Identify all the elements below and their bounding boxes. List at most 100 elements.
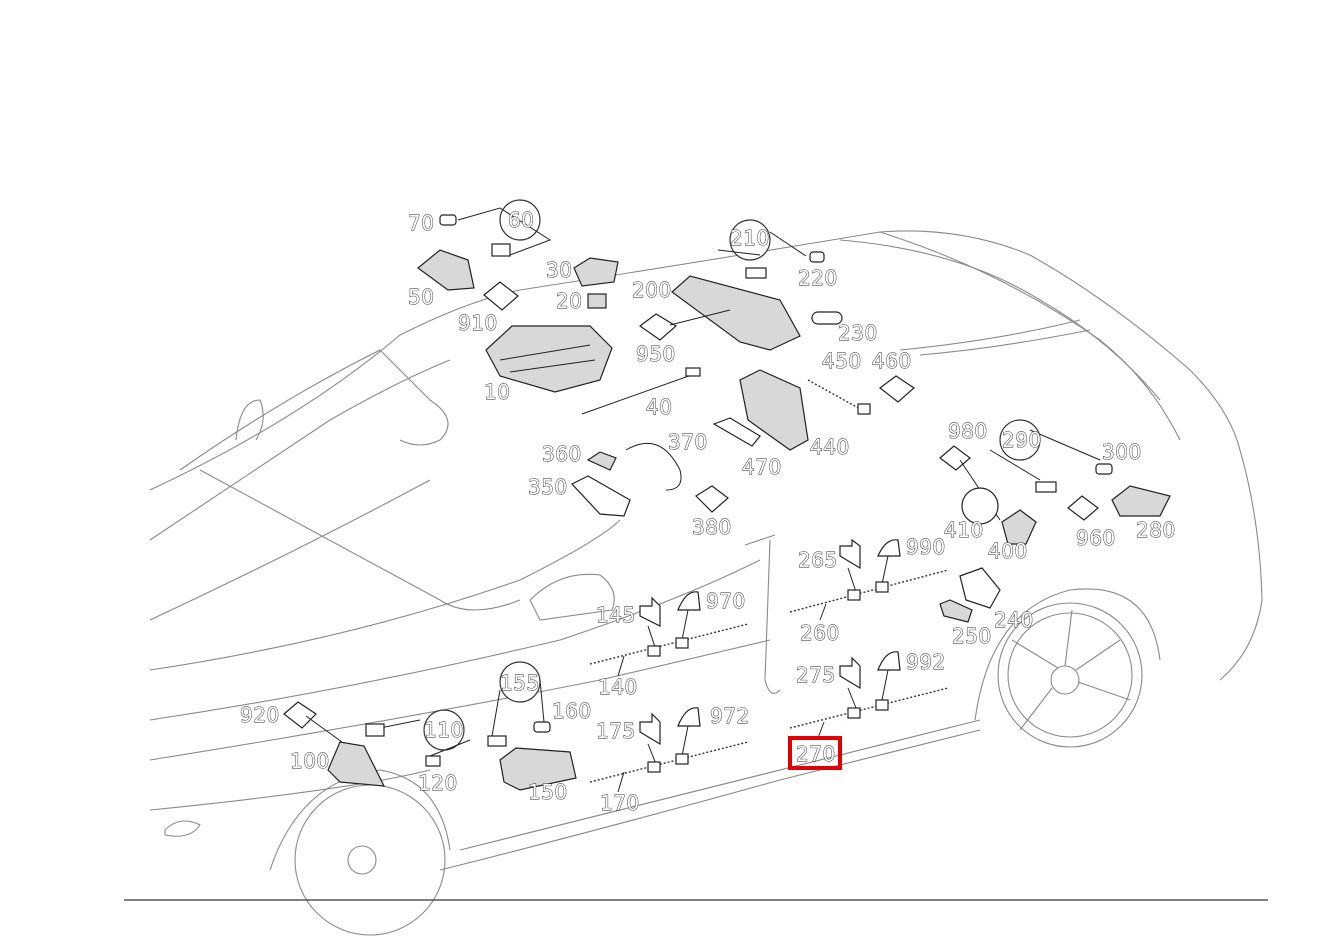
part-380-pad-shape — [695, 485, 729, 513]
part-110-socket-shape — [365, 723, 385, 737]
label-30: 30 — [546, 258, 572, 282]
label-290: 290 — [1002, 428, 1042, 452]
part-shapes — [283, 199, 1171, 793]
part-170-block-a — [647, 761, 661, 773]
part-270-block-a — [847, 707, 861, 719]
part-210-socket-shape — [745, 267, 767, 279]
part-60-socket-shape — [491, 243, 511, 257]
part-30-shape — [573, 257, 619, 287]
part-270-block-b — [875, 699, 889, 711]
part-300-bulb-shape — [1095, 463, 1113, 475]
label-120: 120 — [418, 771, 458, 795]
part-120-bulb-shape — [425, 755, 441, 767]
label-150: 150 — [528, 780, 568, 804]
part-230-bulb-shape — [811, 311, 843, 325]
label-992: 992 — [906, 650, 946, 674]
label-950: 950 — [636, 342, 676, 366]
part-970-connector-shape — [677, 591, 701, 611]
part-60-circle — [499, 199, 541, 241]
part-275-connector-shape — [839, 656, 861, 690]
label-370: 370 — [668, 430, 708, 454]
label-140: 140 — [598, 675, 638, 699]
part-20-shape — [587, 293, 607, 309]
label-265: 265 — [798, 548, 838, 572]
label-145: 145 — [596, 603, 636, 627]
label-155: 155 — [500, 671, 540, 695]
label-280: 280 — [1136, 518, 1176, 542]
highlight-box-270[interactable] — [788, 736, 842, 770]
label-50: 50 — [408, 285, 434, 309]
label-450: 450 — [822, 349, 862, 373]
label-990: 990 — [906, 535, 946, 559]
part-220-bulb-shape — [809, 251, 825, 263]
label-240: 240 — [994, 608, 1034, 632]
part-450-connector-shape — [857, 403, 871, 415]
part-labels: 70 60 50 910 30 20 10 40 210 220 200 230… — [240, 208, 1176, 816]
label-960: 960 — [1076, 526, 1116, 550]
part-175-connector-shape — [639, 712, 661, 746]
label-220: 220 — [798, 266, 838, 290]
label-970: 970 — [706, 589, 746, 613]
label-380: 380 — [692, 515, 732, 539]
label-410: 410 — [944, 518, 984, 542]
car-outline — [149, 230, 1263, 936]
label-920: 920 — [240, 703, 280, 727]
part-210-circle — [729, 219, 771, 261]
part-170-block-b — [675, 753, 689, 765]
part-360-shape — [586, 451, 617, 471]
part-350-shape — [571, 475, 631, 517]
part-200-panel-shape — [671, 275, 801, 351]
part-410-ring-shape — [961, 487, 999, 525]
part-992-connector-shape — [877, 651, 901, 671]
part-260-block-a — [847, 589, 861, 601]
part-50-lamp-shape — [417, 249, 475, 291]
label-200: 200 — [632, 278, 672, 302]
part-140-block-a — [647, 645, 661, 657]
label-275: 275 — [796, 663, 836, 687]
label-170: 170 — [600, 791, 640, 815]
label-360: 360 — [542, 442, 582, 466]
part-160-bulb-shape — [533, 721, 551, 733]
label-230: 230 — [838, 321, 878, 345]
part-980-pad-shape — [939, 445, 971, 471]
label-70: 70 — [408, 211, 434, 235]
label-100: 100 — [290, 749, 330, 773]
part-990-connector-shape — [877, 539, 901, 557]
label-260: 260 — [800, 621, 840, 645]
part-400-shape — [1001, 509, 1037, 545]
part-70-bulb-shape — [439, 214, 457, 226]
label-400: 400 — [988, 539, 1028, 563]
part-265-connector-shape — [839, 538, 861, 570]
label-972: 972 — [710, 704, 750, 728]
part-40-connector-shape — [685, 367, 701, 377]
label-980: 980 — [948, 419, 988, 443]
part-150-lamp-shape — [499, 747, 577, 791]
part-260-block-b — [875, 581, 889, 593]
label-20: 20 — [556, 289, 582, 313]
label-460: 460 — [872, 349, 912, 373]
part-145-connector-shape — [639, 596, 661, 627]
part-290-socket-shape — [1035, 481, 1057, 493]
label-10: 10 — [484, 380, 510, 404]
label-210: 210 — [730, 226, 770, 250]
part-100-lamp-shape — [327, 741, 386, 787]
part-920-pad-shape — [283, 701, 317, 729]
part-972-connector-shape — [677, 707, 701, 727]
label-470: 470 — [742, 455, 782, 479]
label-350: 350 — [528, 475, 568, 499]
part-460-pad-shape — [879, 375, 915, 403]
part-470-bracket-shape — [712, 417, 761, 447]
part-240-shape — [959, 567, 1001, 609]
part-140-block-b — [675, 637, 689, 649]
part-280-lamp-shape — [1111, 485, 1171, 517]
part-950-pad-shape — [638, 313, 678, 341]
label-270: 270 — [796, 742, 836, 766]
part-250-shape — [939, 599, 973, 623]
part-10-console-shape — [485, 325, 613, 393]
label-175: 175 — [596, 719, 636, 743]
label-300: 300 — [1102, 440, 1142, 464]
part-155-socket-shape — [487, 735, 507, 747]
label-40: 40 — [646, 395, 672, 419]
